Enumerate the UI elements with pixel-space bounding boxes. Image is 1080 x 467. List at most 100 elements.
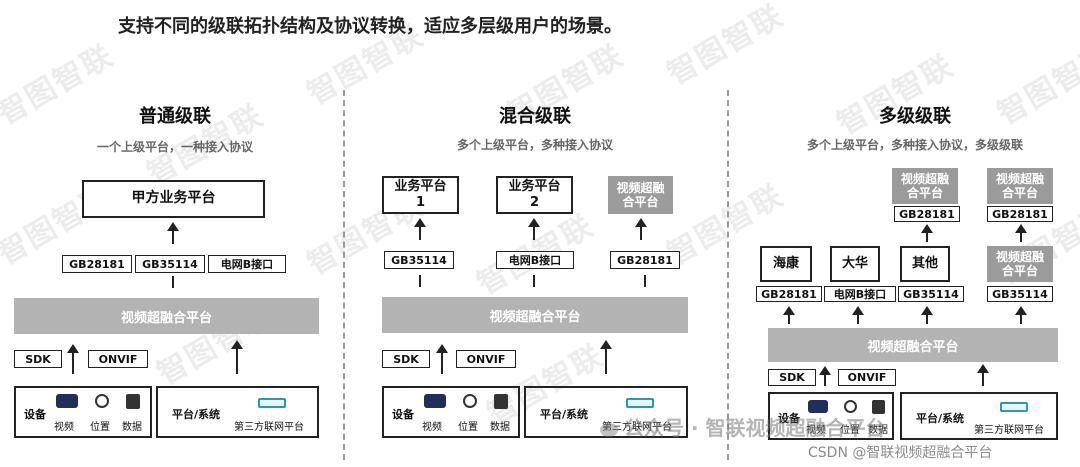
onvif-box: ONVIF (88, 350, 148, 368)
arrow-up-icon (921, 224, 933, 242)
fusion-platform-box: 视频超融 合平台 (987, 246, 1053, 282)
device-item-label: 视频 (806, 425, 826, 436)
platform-label: 平台/系统 (172, 408, 221, 421)
fusion-platform-box: 视频超融 合平台 (608, 176, 673, 214)
connector-line (419, 275, 421, 287)
third-party-label: 第三方联网平台 (602, 422, 672, 433)
connector-line (172, 276, 174, 288)
upper-platform-box: 业务平台 1 (382, 176, 459, 214)
storage-icon (494, 394, 508, 409)
upper-platform-box: 业务平台 2 (496, 176, 573, 214)
arrow-up-icon (977, 364, 989, 386)
vendor-box: 其他 (900, 246, 950, 282)
onvif-box: ONVIF (456, 350, 516, 368)
device-label: 设备 (778, 412, 800, 425)
protocol-box: 电网B接口 (496, 251, 574, 269)
arrow-up-icon (231, 340, 243, 374)
arrow-up-icon (436, 344, 448, 374)
protocol-box: 电网B接口 (824, 286, 896, 302)
panel-subtitle: 一个上级平台，一种接入协议 (96, 140, 253, 154)
protocol-box: GB28181 (987, 206, 1053, 222)
protocol-box: GB28181 (62, 255, 132, 273)
wechat-account-text: 公众号 · 智联视频超融合平台 (624, 416, 886, 440)
platform-label: 平台/系统 (540, 408, 589, 421)
fusion-platform-box: 视频超融 合平台 (892, 168, 958, 204)
fusion-platform-bar: 视频超融合平台 (382, 297, 688, 333)
network-device-icon (1000, 402, 1028, 412)
device-item-label: 数据 (868, 425, 888, 436)
third-party-label: 第三方联网平台 (234, 422, 304, 433)
device-group: 设备 视频 位置 数据 (382, 386, 520, 438)
wechat-watermark: 公众号 · 智联视频超融合平台 (600, 412, 886, 441)
sdk-box: SDK (14, 350, 62, 368)
protocol-box: GB35114 (898, 286, 964, 302)
protocol-box: GB28181 (894, 206, 960, 222)
sdk-box: SDK (382, 350, 430, 368)
network-device-icon (626, 398, 654, 408)
storage-icon (126, 394, 140, 409)
upper-platform-box: 甲方业务平台 (82, 180, 265, 218)
device-item-label: 位置 (458, 422, 478, 433)
fusion-platform-bar: 视频超融合平台 (14, 298, 319, 334)
panel-divider (727, 90, 729, 460)
arrow-up-icon (1015, 306, 1027, 324)
platform-label: 平台/系统 (916, 412, 965, 425)
arrow-up-icon (635, 218, 647, 240)
globe-icon (844, 400, 857, 413)
wechat-icon (600, 422, 618, 437)
panel-divider (343, 90, 345, 460)
vendor-box: 大华 (830, 246, 880, 282)
onvif-box: ONVIF (838, 369, 896, 386)
camera-icon (424, 394, 446, 408)
globe-icon (463, 394, 477, 408)
device-item-label: 视频 (54, 422, 74, 433)
device-group: 设备 视频 位置 数据 (14, 386, 152, 438)
third-party-label: 第三方联网平台 (974, 425, 1044, 436)
watermark: 智图智联 (991, 37, 1080, 133)
platform-group: 平台/系统 第三方联网平台 (156, 386, 319, 438)
panel-subtitle: 多个上级平台，多种接入协议 (456, 138, 613, 152)
device-group: 设备 视频 位置 数据 (768, 392, 894, 440)
protocol-box: GB35114 (384, 251, 454, 269)
arrow-up-icon (819, 366, 831, 386)
camera-icon (56, 394, 78, 408)
device-item-label: 位置 (90, 422, 110, 433)
connector-line (533, 275, 535, 287)
device-item-label: 视频 (422, 422, 442, 433)
panel-title: 普通级联 (139, 106, 211, 127)
arrow-up-icon (167, 222, 179, 244)
device-item-label: 数据 (490, 422, 510, 433)
arrow-up-icon (1015, 224, 1027, 242)
arrow-up-icon (528, 218, 540, 240)
sdk-box: SDK (768, 369, 816, 386)
arrow-up-icon (783, 306, 795, 324)
protocol-box: GB35114 (987, 286, 1053, 302)
camera-icon (808, 400, 828, 413)
connector-line (644, 275, 646, 287)
arrow-up-icon (921, 306, 933, 324)
protocol-box: GB28181 (756, 286, 822, 302)
arrow-up-icon (852, 306, 864, 324)
protocol-box: 电网B接口 (208, 255, 286, 273)
fusion-platform-bar: 视频超融合平台 (768, 328, 1058, 362)
device-item-label: 数据 (122, 422, 142, 433)
panel-title: 混合级联 (499, 106, 571, 127)
globe-icon (95, 394, 109, 408)
arrow-up-icon (67, 344, 79, 374)
platform-group: 平台/系统 第三方联网平台 (524, 386, 688, 438)
device-label: 设备 (392, 408, 414, 421)
device-item-label: 位置 (840, 425, 860, 436)
platform-group: 平台/系统 第三方联网平台 (900, 392, 1058, 440)
device-label: 设备 (24, 408, 46, 421)
csdn-watermark: CSDN @智联视频超融合平台 (808, 445, 993, 461)
protocol-box: GB28181 (610, 251, 680, 269)
arrow-up-icon (600, 340, 612, 374)
panel-title: 多级级联 (879, 106, 951, 127)
page-title: 支持不同的级联拓扑结构及协议转换，适应多层级用户的场景。 (118, 16, 622, 37)
fusion-platform-box: 视频超融 合平台 (987, 168, 1053, 204)
arrow-up-icon (414, 218, 426, 240)
storage-icon (872, 400, 885, 414)
panel-subtitle: 多个上级平台，多种接入协议，多级级联 (806, 138, 1023, 152)
protocol-box: GB35114 (135, 255, 205, 273)
vendor-box: 海康 (760, 246, 812, 282)
